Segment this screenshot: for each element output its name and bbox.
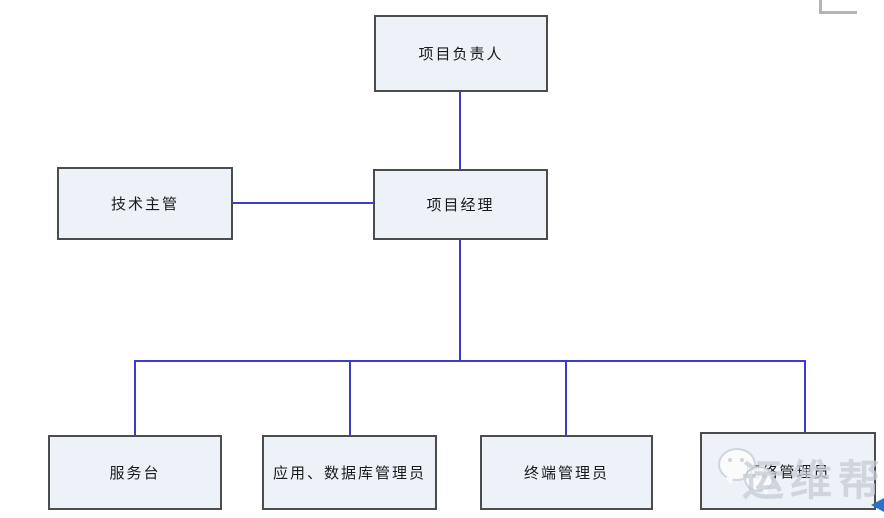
blue-arrow-marker (871, 498, 884, 512)
node-terminal-admin: 终端管理员 (480, 435, 653, 510)
node-tech-supervisor-label: 技术主管 (110, 196, 179, 213)
node-app-db-admin-label: 应用、数据库管理员 (272, 465, 426, 482)
gray-corner-bracket-horizontal (819, 11, 857, 14)
node-service-desk-label: 服务台 (109, 465, 161, 482)
connector-drop-network-admin (804, 360, 806, 433)
node-project-manager-label: 项目经理 (426, 197, 495, 214)
node-project-leader: 项目负责人 (374, 15, 548, 92)
node-tech-supervisor: 技术主管 (57, 167, 233, 240)
node-app-db-admin: 应用、数据库管理员 (262, 435, 437, 510)
connector-drop-service-desk (134, 360, 136, 435)
node-network-admin-label: 网络管理员 (745, 463, 831, 481)
gray-corner-bracket-vertical (819, 0, 822, 14)
connector-bus-horizontal (134, 360, 806, 362)
node-terminal-admin-label: 终端管理员 (523, 465, 609, 482)
connector-drop-app-db-admin (349, 360, 351, 435)
connector-leader-to-manager (459, 92, 461, 170)
node-network-admin: 网络管理员 (700, 432, 876, 510)
connector-tech-to-manager (233, 202, 373, 204)
connector-manager-to-bus (459, 240, 461, 361)
connector-drop-terminal-admin (565, 360, 567, 435)
node-project-manager: 项目经理 (373, 169, 548, 240)
node-project-leader-label: 项目负责人 (418, 46, 504, 63)
node-service-desk: 服务台 (48, 435, 222, 510)
